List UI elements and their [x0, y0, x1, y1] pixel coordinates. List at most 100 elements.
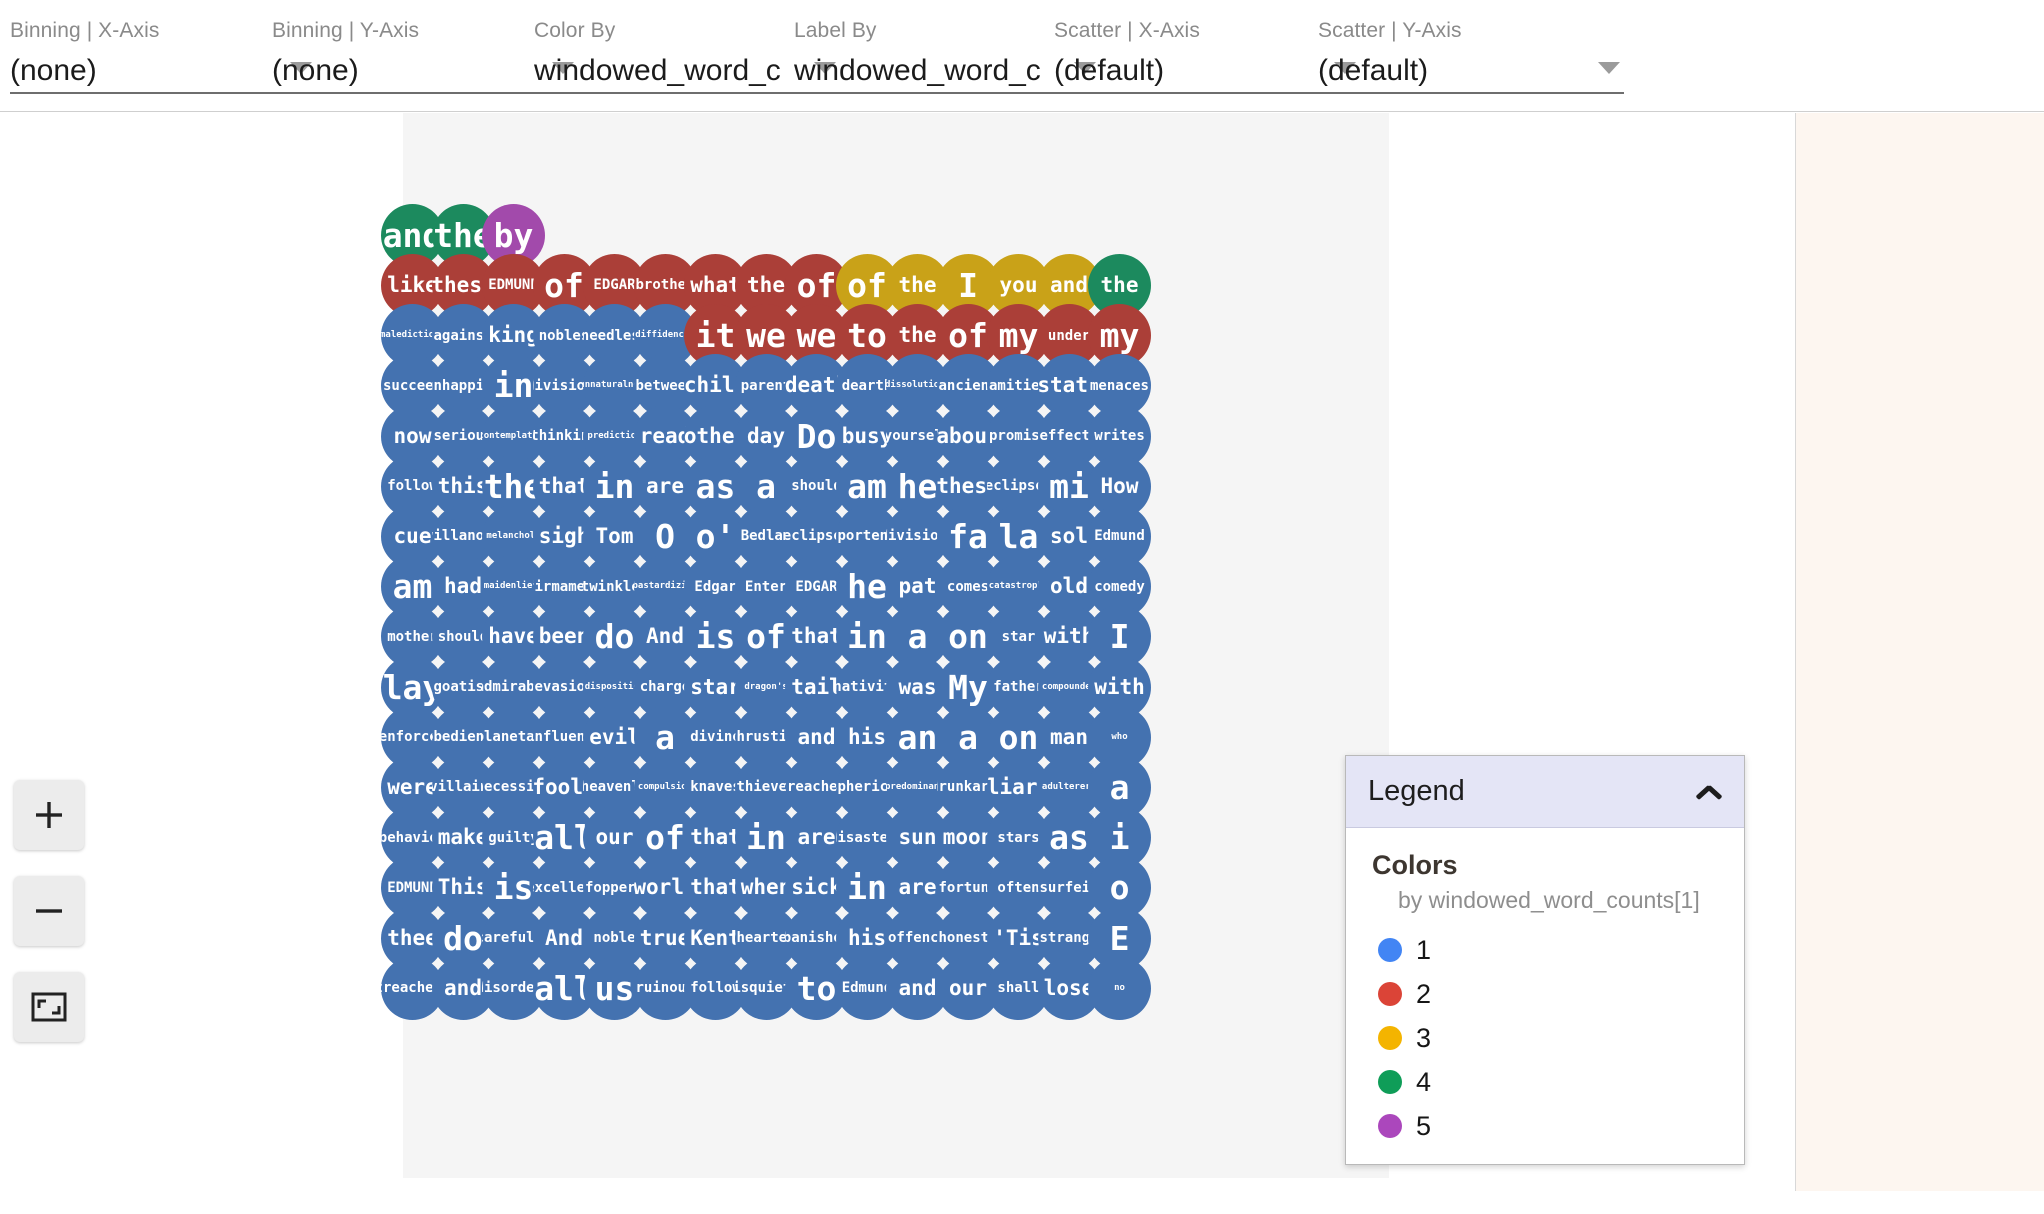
- bubble-label: do: [443, 918, 483, 958]
- bubble-point[interactable]: am: [835, 454, 899, 518]
- scatter-x-axis-select[interactable]: (default): [1054, 50, 1360, 94]
- bubble-label: maledictions: [381, 330, 444, 341]
- legend-item[interactable]: 2: [1372, 972, 1718, 1016]
- bubble-label: an: [897, 717, 938, 757]
- legend-panel[interactable]: Legend Colors by windowed_word_counts[1]…: [1345, 755, 1745, 1165]
- binning-y-axis-control[interactable]: Binning | Y-Axis(none): [272, 18, 578, 94]
- bubble-label: are: [646, 473, 684, 498]
- bubble-label: as: [695, 466, 736, 506]
- bubble-label: father: [993, 679, 1044, 695]
- bubble-point[interactable]: by: [482, 203, 545, 267]
- bubble-label: dearth: [841, 377, 893, 394]
- bubble-point[interactable]: nativity: [835, 655, 899, 719]
- bubble-label: been: [538, 624, 590, 649]
- bubble-label: adulterers: [1041, 781, 1097, 792]
- bubble-label: twinkled: [583, 578, 646, 595]
- bubble-label: of: [544, 265, 584, 305]
- bubble-point[interactable]: How: [1088, 454, 1151, 518]
- bubble-label: he: [897, 466, 938, 506]
- bubble-label: brother: [635, 277, 695, 294]
- legend-item[interactable]: 5: [1372, 1104, 1718, 1148]
- bubble-label: a: [1109, 767, 1130, 807]
- bubble-label: sol: [1050, 523, 1088, 548]
- legend-title: Legend: [1368, 775, 1465, 807]
- bubble-label: old: [1050, 574, 1088, 599]
- bubble-point[interactable]: all: [532, 956, 596, 1020]
- fit-to-screen-button[interactable]: [14, 972, 84, 1042]
- legend-header[interactable]: Legend: [1346, 756, 1744, 828]
- bubble-label: in: [746, 818, 786, 858]
- bubble-label: goatish: [433, 679, 493, 695]
- bubble-point[interactable]: my: [1088, 304, 1151, 368]
- bubble-label: divisions: [886, 528, 949, 545]
- bubble-label: that: [690, 875, 741, 900]
- scatter-y-axis-control[interactable]: Scatter | Y-Axis(default): [1318, 18, 1624, 94]
- bubble-label: have: [488, 624, 539, 649]
- bubble-label: treachery: [381, 980, 444, 997]
- legend-item[interactable]: 4: [1372, 1060, 1718, 1104]
- bubble-label: are: [797, 825, 836, 850]
- bubble-label: we: [746, 316, 786, 356]
- bubble-point[interactable]: writes: [1088, 404, 1151, 468]
- chevron-down-icon[interactable]: [290, 62, 312, 74]
- bubble-point[interactable]: to: [785, 956, 848, 1020]
- bubble-label: obedience: [432, 729, 495, 746]
- bubble-point[interactable]: disquietly: [734, 956, 798, 1020]
- chevron-up-icon[interactable]: [1696, 784, 1722, 800]
- binning-x-axis-select[interactable]: (none): [10, 50, 316, 94]
- bubble-label: our: [595, 825, 634, 850]
- bubble-label: often: [997, 879, 1040, 896]
- chevron-down-icon[interactable]: [1598, 62, 1620, 74]
- bubble-label: this: [437, 473, 489, 498]
- zoom-out-button[interactable]: [14, 876, 84, 946]
- bubble-label: offence: [887, 930, 947, 946]
- bubble-point[interactable]: This: [431, 856, 495, 920]
- bubble-label: Bedlam: [740, 528, 792, 545]
- bubble-label: his: [848, 925, 886, 950]
- bubble-label: in: [594, 466, 635, 506]
- bubble-point[interactable]: no: [1088, 956, 1151, 1020]
- scatter-x-axis-control[interactable]: Scatter | X-Axis(default): [1054, 18, 1360, 94]
- bubble-label: our: [949, 975, 987, 1000]
- bubble-label: that: [690, 825, 741, 850]
- label-by-select[interactable]: windowed_word_c: [794, 50, 1100, 94]
- bubble-label: This: [437, 875, 489, 900]
- bubble-label: was: [898, 674, 937, 699]
- plus-icon: [36, 802, 62, 828]
- bubble-label: My: [948, 667, 988, 707]
- legend-item-label: 2: [1416, 978, 1432, 1009]
- bubble-point[interactable]: disorders: [482, 956, 545, 1020]
- binning-x-axis-control[interactable]: Binning | X-Axis(none): [10, 18, 316, 94]
- chevron-down-icon[interactable]: [1334, 62, 1356, 74]
- bubble-label: villanous: [432, 528, 495, 545]
- legend-item[interactable]: 1: [1372, 928, 1718, 972]
- bubble-label: am: [847, 466, 887, 506]
- bubble-point[interactable]: Edmund: [1088, 504, 1151, 568]
- chevron-down-icon[interactable]: [552, 62, 574, 74]
- chevron-down-icon[interactable]: [1074, 62, 1096, 74]
- bubble-label: And: [545, 925, 583, 950]
- bubble-point[interactable]: a: [1088, 755, 1151, 819]
- bubble-label: under: [1047, 327, 1091, 344]
- zoom-in-button[interactable]: [14, 780, 84, 850]
- scatter-y-axis-select[interactable]: (default): [1318, 50, 1624, 94]
- bubble-label: villains: [431, 779, 495, 796]
- bubble-label: contemplation: [482, 430, 545, 441]
- bubble-label: EDGAR: [593, 277, 636, 294]
- chevron-down-icon[interactable]: [814, 62, 836, 74]
- legend-item[interactable]: 3: [1372, 1016, 1718, 1060]
- bubble-label: as: [1049, 818, 1089, 858]
- bubble-label: divine: [690, 729, 741, 746]
- bubble-point[interactable]: he: [835, 555, 899, 619]
- binning-y-axis-select[interactable]: (none): [272, 50, 578, 94]
- color-by-select[interactable]: windowed_word_c: [534, 50, 840, 94]
- zoom-controls[interactable]: [14, 780, 84, 1068]
- bubble-label: amities: [988, 377, 1048, 394]
- bubble-label: banished: [785, 930, 848, 946]
